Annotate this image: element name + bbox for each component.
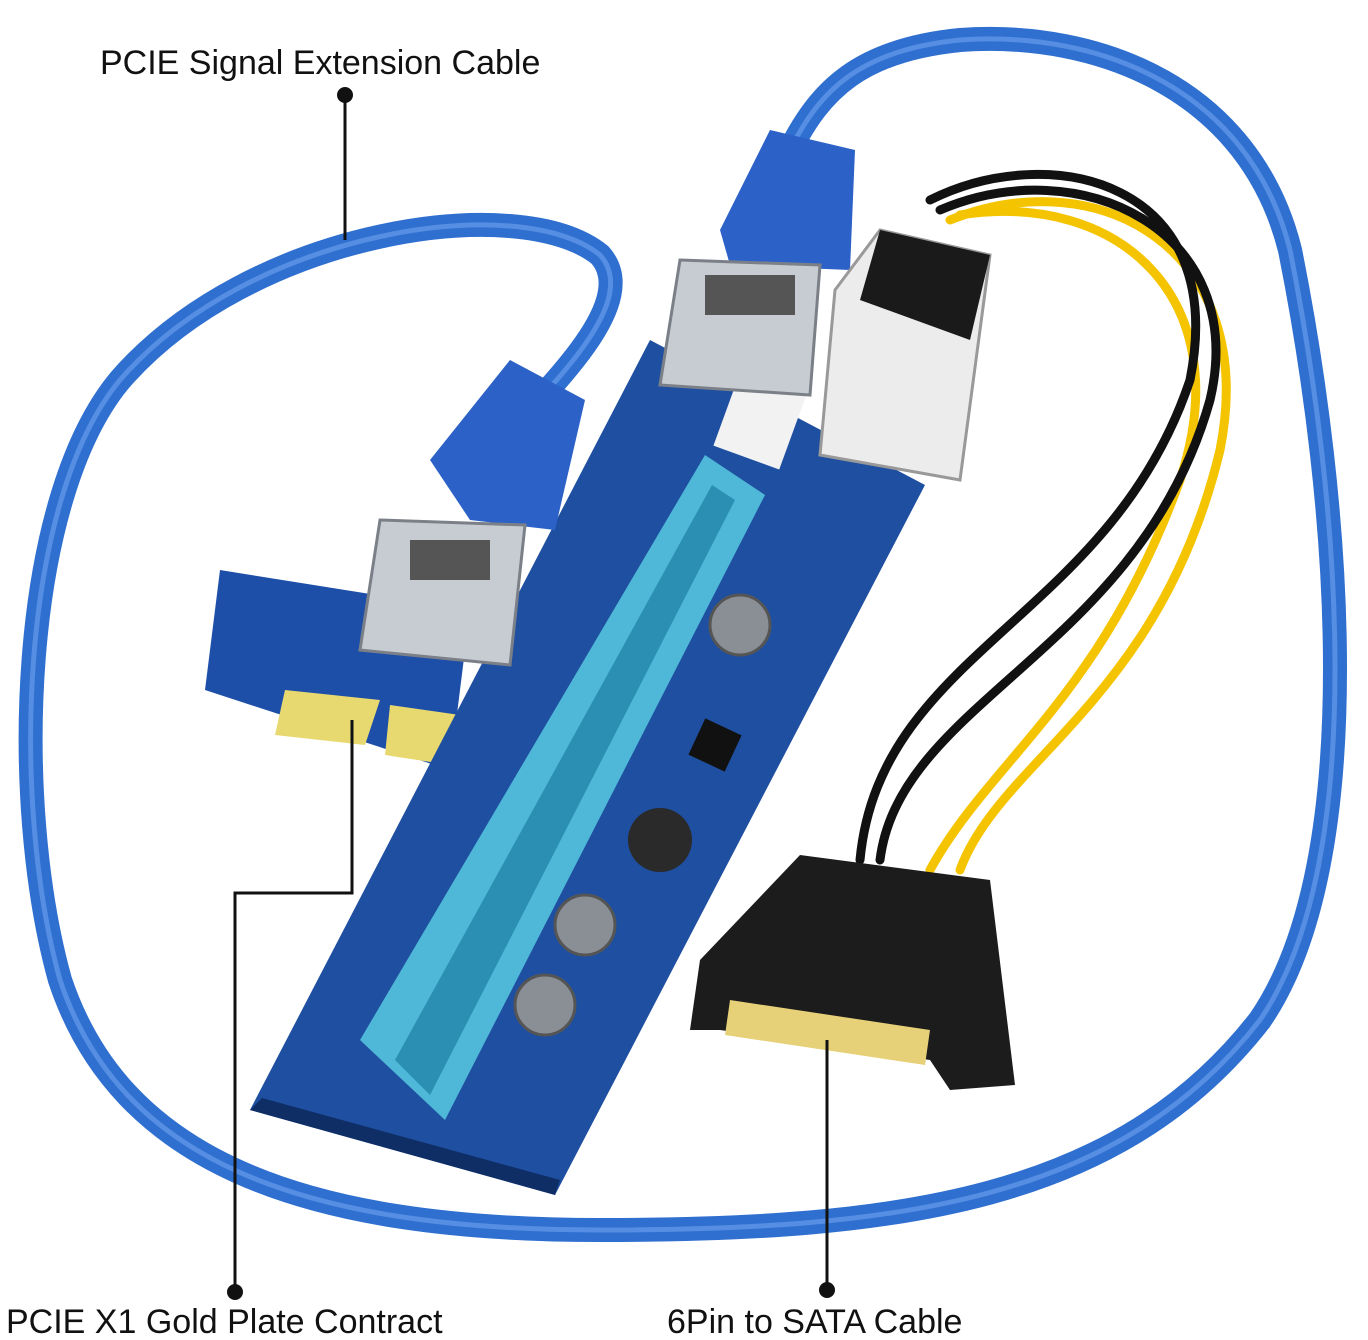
leader-dots: [227, 87, 835, 1300]
usb-plug-lower: [430, 360, 585, 530]
gold-contacts: [275, 690, 380, 745]
label-signal-extension-cable: PCIE Signal Extension Cable: [100, 44, 541, 82]
inductor: [628, 808, 692, 872]
label-sata-cable: 6Pin to SATA Cable: [667, 1303, 963, 1340]
usb-plug-upper: [720, 130, 855, 270]
chip: [688, 718, 742, 772]
leader-lines: [233, 95, 829, 1292]
sata-power-connector: [690, 855, 1015, 1090]
sata-pins: [725, 1000, 930, 1065]
label-gold-plate-contact: PCIE X1 Gold Plate Contract: [6, 1303, 443, 1340]
power-header: [713, 370, 807, 470]
capacitors: [513, 593, 772, 1037]
power-wires: [855, 170, 1231, 875]
